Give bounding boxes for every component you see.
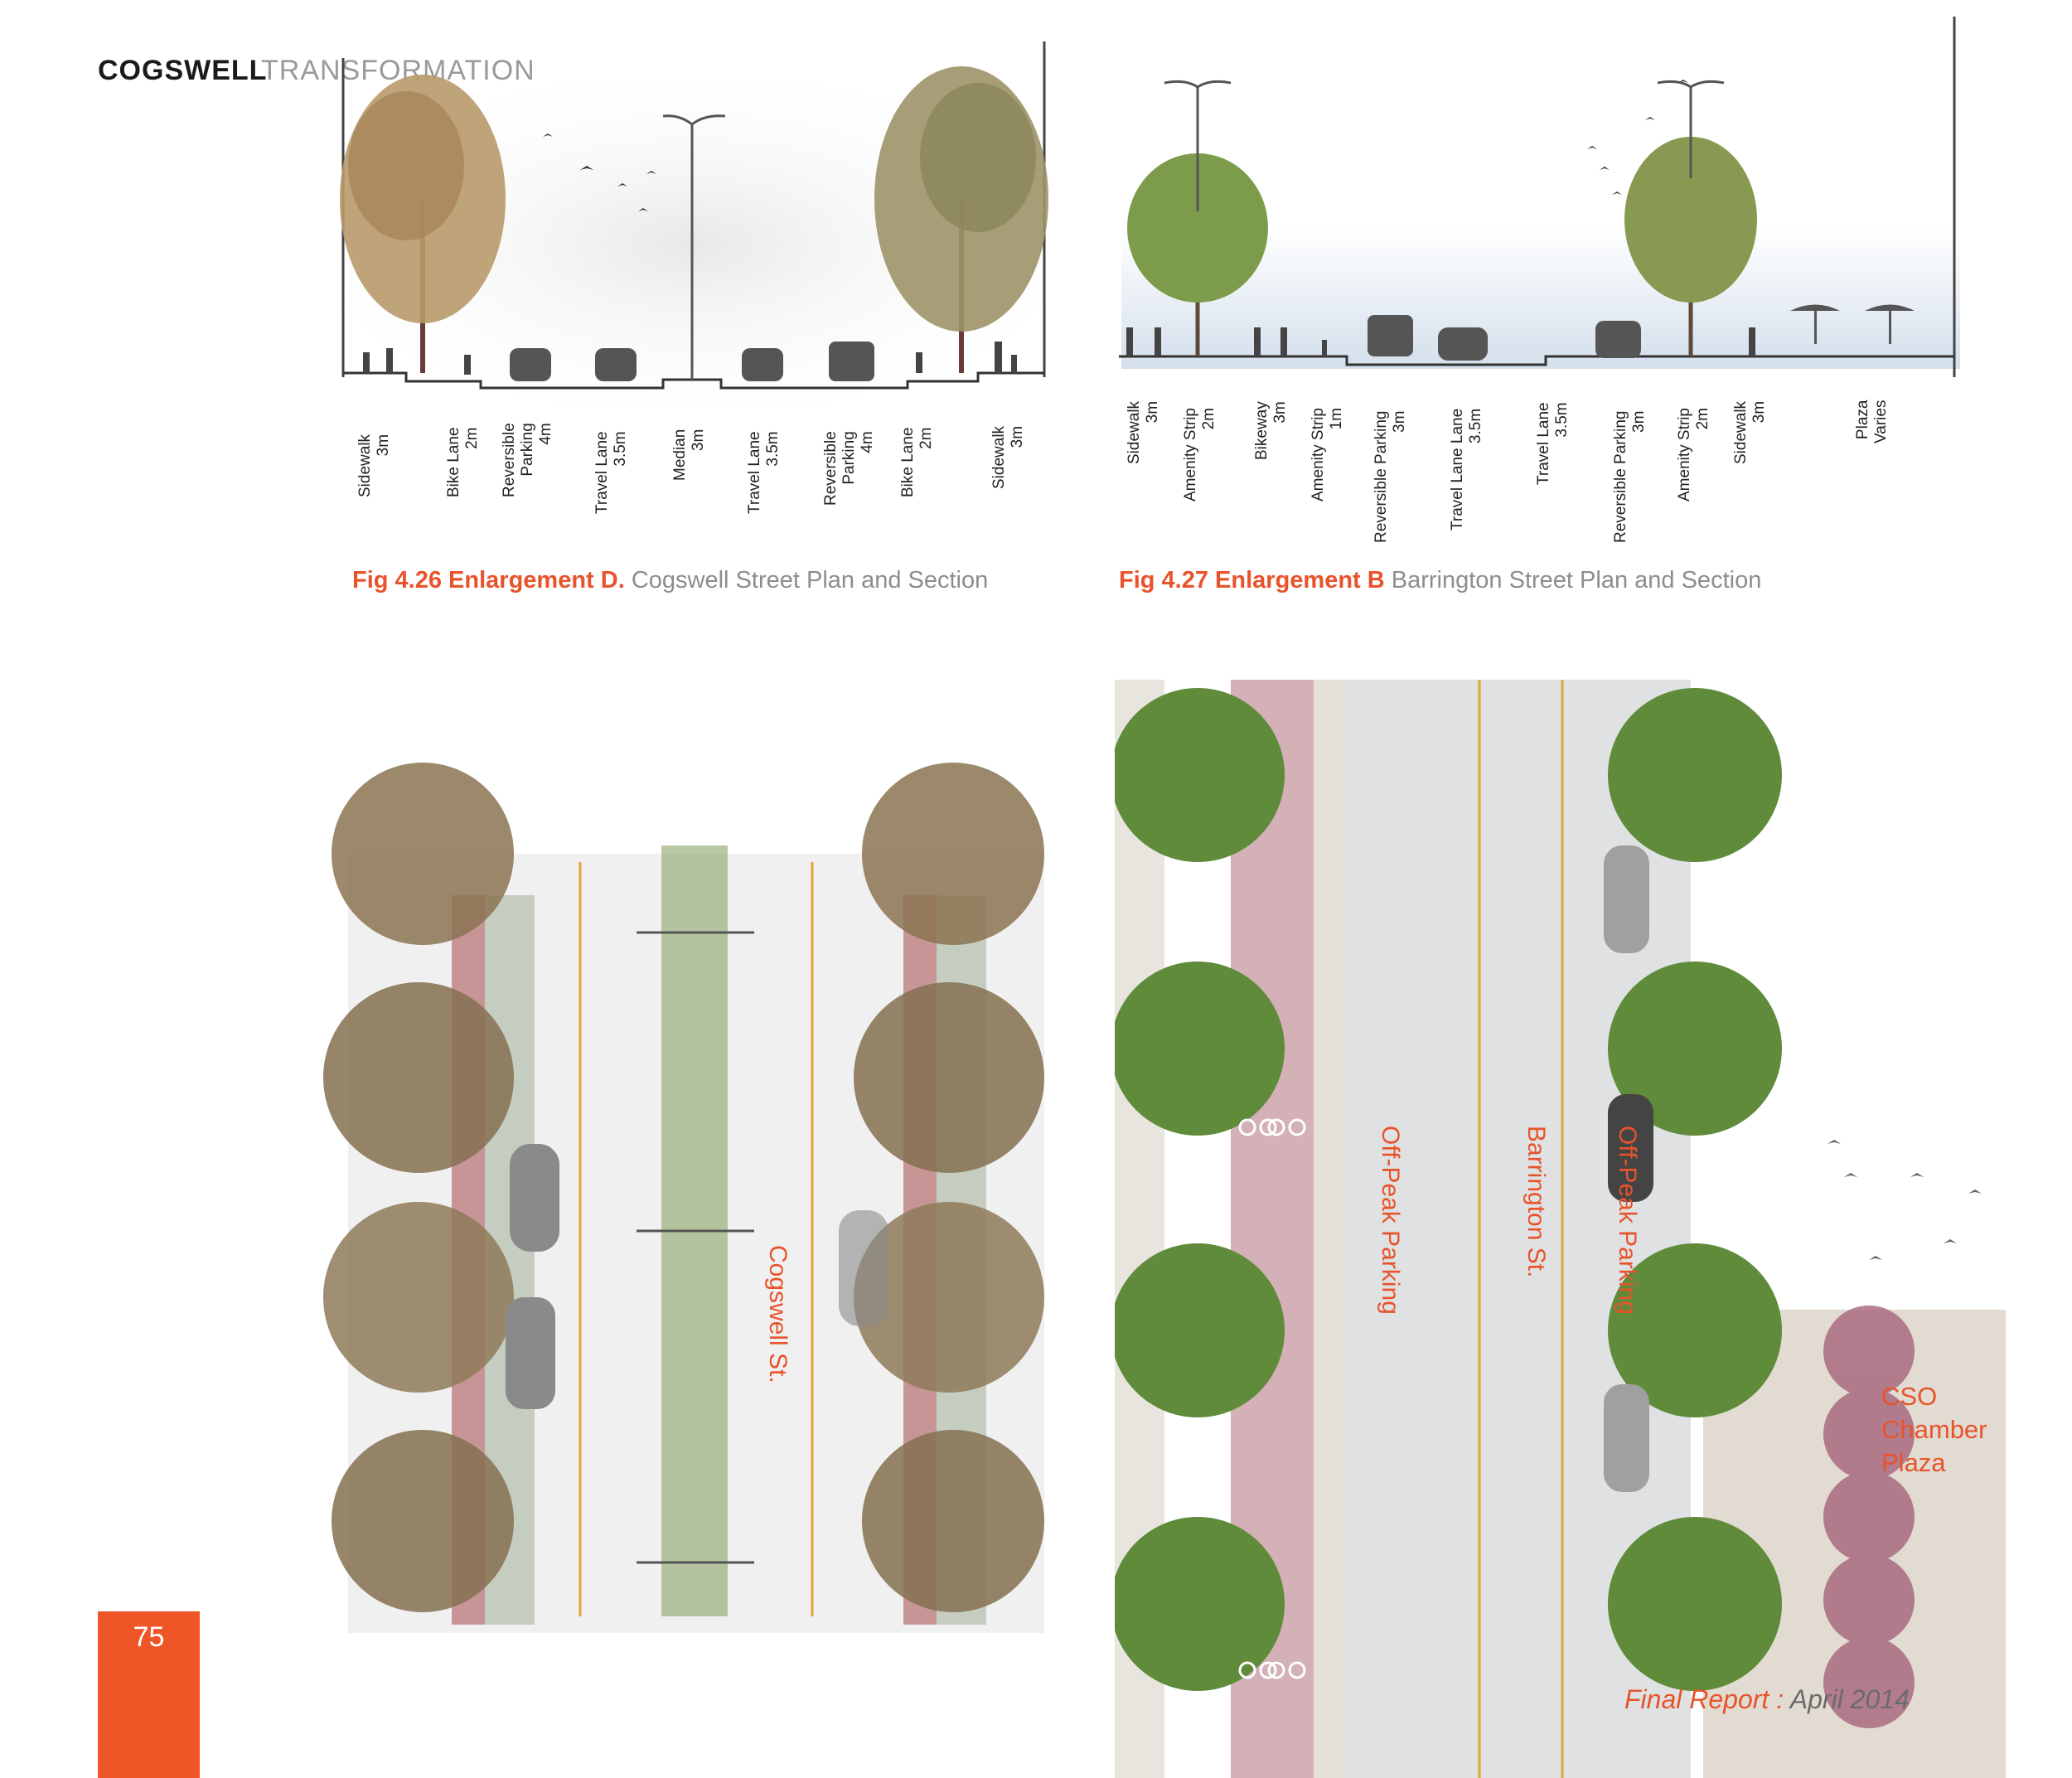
- streetlight-icon: [1164, 80, 1725, 211]
- section-label: Sidewalk 3m: [1126, 400, 1161, 464]
- section-label: Travel Lane Lane 3.5m: [1449, 408, 1484, 530]
- section-label: Reversible Parking 3m: [1612, 410, 1648, 543]
- pedestrian-icon: [363, 342, 1017, 375]
- section-label: Bike Lane 2m: [445, 427, 481, 497]
- bird-icon: [1828, 1140, 1982, 1260]
- barrington-section-drawing: [1119, 17, 1960, 377]
- streetlight-icon: [662, 114, 726, 380]
- footer: Final Report : April 2014: [1624, 1684, 1910, 1715]
- page-number-box: [98, 1611, 200, 1778]
- barrington-street-label: Barrington St.: [1523, 1126, 1550, 1278]
- plaza-label-line: Plaza: [1881, 1448, 1946, 1477]
- tree-icon: [1127, 153, 1268, 356]
- umbrella-icon: [1790, 304, 1915, 344]
- streetlight-icon: [637, 931, 754, 1564]
- section-label: Travel Lane 3.5m: [746, 431, 782, 514]
- header-title-bold: COGSWELL: [98, 55, 268, 86]
- fig-4-26-caption: Fig 4.26 Enlargement D. Cogswell Street …: [352, 567, 988, 594]
- bicycle-icon: [1238, 1118, 1306, 1679]
- bird-icon: [543, 133, 656, 211]
- section-label: Bike Lane 2m: [899, 427, 935, 497]
- footer-date: April 2014: [1789, 1684, 1910, 1714]
- section-label: Amenity Strip 2m: [1182, 408, 1218, 501]
- off-peak-parking-left-label: Off-Peak Parking: [1377, 1126, 1404, 1315]
- section-label: Reversible Parking 4m: [822, 431, 876, 506]
- tree-icon: [340, 75, 506, 373]
- section-label: Reversible Parking 3m: [1372, 410, 1408, 543]
- section-label: Sidewalk 3m: [990, 425, 1026, 489]
- tree-icon: [874, 66, 1048, 373]
- car-icon: [510, 342, 874, 381]
- footer-report: Final Report :: [1624, 1684, 1784, 1714]
- cso-chamber-plaza-label: CSO Chamber Plaza: [1881, 1380, 1987, 1480]
- bird-icon: [1587, 80, 1688, 195]
- section-label: Plaza Varies: [1854, 400, 1890, 443]
- plaza-label-line: Chamber: [1881, 1415, 1987, 1444]
- barrington-plan-drawing: [1115, 680, 2006, 1778]
- plaza-label-line: CSO: [1881, 1382, 1938, 1411]
- off-peak-parking-right-label: Off-Peak Parking: [1614, 1126, 1641, 1315]
- car-icon: [506, 1144, 888, 1409]
- car-icon: [1368, 315, 1641, 361]
- car-icon: [1604, 845, 1653, 1492]
- fig-4-27-number: Fig 4.27 Enlargement B: [1119, 567, 1385, 593]
- section-label: Sidewalk 3m: [356, 434, 392, 497]
- section-label: Travel Lane 3.5m: [1535, 402, 1571, 485]
- cogswell-section-drawing: [340, 41, 1048, 406]
- section-label: Amenity Strip 1m: [1310, 408, 1345, 501]
- cogswell-plan-drawing: [323, 763, 1044, 1633]
- section-label: Reversible Parking 4m: [501, 423, 554, 497]
- section-label: Bikeway 3m: [1253, 401, 1289, 460]
- section-label: Travel Lane 3.5m: [593, 431, 629, 514]
- cogswell-street-label: Cogswell St.: [764, 1245, 792, 1383]
- fig-4-27-caption: Fig 4.27 Enlargement B Barrington Street…: [1119, 567, 1761, 594]
- tree-icon: [1115, 688, 1782, 1691]
- section-label: Sidewalk 3m: [1732, 400, 1768, 464]
- tree-icon: [1624, 137, 1757, 356]
- fig-4-26-number: Fig 4.26 Enlargement D.: [352, 567, 625, 593]
- tree-icon: [323, 763, 1044, 1612]
- section-label: Median 3m: [671, 429, 707, 481]
- section-label: Amenity Strip 2m: [1676, 408, 1711, 501]
- pedestrian-icon: [1126, 327, 1755, 356]
- umbrella-icon: [1823, 1306, 1915, 1728]
- fig-4-27-description: Barrington Street Plan and Section: [1391, 567, 1762, 593]
- page-number: 75: [133, 1621, 165, 1653]
- fig-4-26-description: Cogswell Street Plan and Section: [631, 567, 989, 593]
